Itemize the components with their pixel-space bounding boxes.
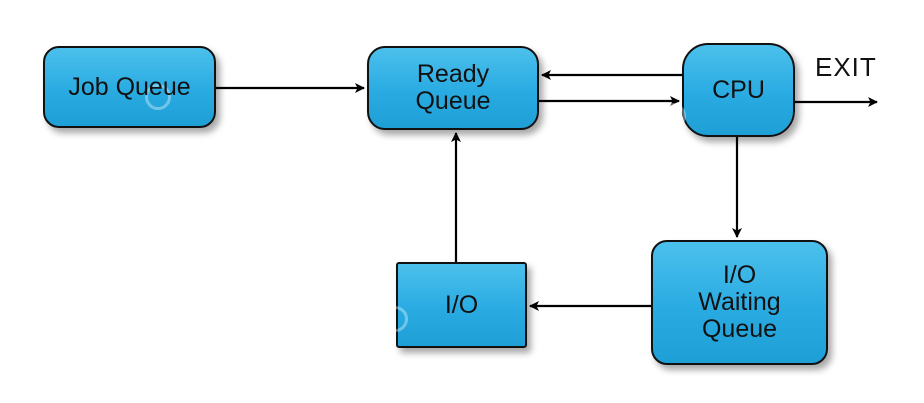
ready-queue-label: Ready Queue <box>415 60 491 115</box>
watermark-logo <box>145 84 173 110</box>
cpu-label: CPU <box>712 75 765 104</box>
io-label: I/O <box>444 290 479 319</box>
watermark-logo <box>382 306 410 332</box>
io-waiting-queue-label: I/O Waiting Queue <box>698 261 781 343</box>
job-queue-node: Job Queue <box>43 46 216 128</box>
exit-label: EXIT <box>815 52 877 82</box>
job-queue-label: Job Queue <box>68 72 191 101</box>
ready-queue-node: Ready Queue <box>367 46 539 130</box>
io-node: I/O <box>382 262 527 348</box>
watermark-logo <box>660 103 688 129</box>
cpu-node: CPU <box>660 43 795 137</box>
io-waiting-queue-node: I/O Waiting Queue <box>651 240 828 365</box>
